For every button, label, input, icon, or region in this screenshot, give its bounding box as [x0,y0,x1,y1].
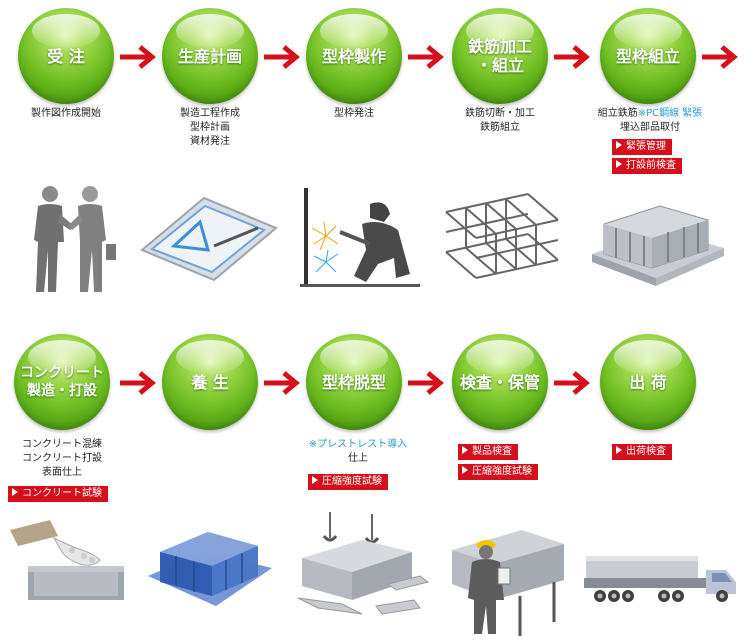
curing-cover-illustration [148,532,272,606]
arrow-right-icon [264,45,300,69]
inspection-tag: 製品検査 [458,444,518,460]
step-label: 受 注 [47,46,85,66]
arrow-right-icon [408,45,444,69]
step-circle: 型枠製作 [306,8,402,104]
step-shipping: 出 荷 [600,334,700,430]
step-label: 検査・保管 [459,372,540,392]
concrete-pouring-illustration [10,520,124,600]
play-triangle-icon [312,476,318,484]
step-description: コンクリート混練コンクリート打設表面仕上 [22,439,102,478]
inspection-tag: 打設前検査 [612,158,682,174]
step-circle: 検査・保管 [452,334,548,430]
step-label: 生産計画 [177,46,242,66]
play-triangle-icon [462,466,468,474]
step-label: 型枠組立 [615,46,680,66]
arrow-right-icon [120,371,156,395]
step-circle: 鉄筋加工・組立 [452,8,548,104]
step-label: 出 荷 [629,372,667,392]
inspection-tag: 圧縮強度試験 [308,474,388,490]
demolding-illustration [297,512,430,615]
step-concrete-casting: コンクリート製造・打設 [14,334,114,430]
step-description: 鉄筋切断・加工鉄筋組立 [465,108,535,133]
step-order: 受 注 [18,8,118,104]
handshake-illustration [34,186,116,292]
inspection-tag: 圧縮強度試験 [458,464,538,480]
inspection-tag: 出荷検査 [612,444,672,460]
step-formwork-assembly: 型枠組立 [600,8,700,104]
note-text: ※プレストレスト導入 [308,439,408,450]
arrow-right-icon [554,45,590,69]
step-circle: 養 生 [162,334,258,430]
arrow-right-icon [264,371,300,395]
step-circle: コンクリート製造・打設 [14,334,110,430]
step-label: 養 生 [191,372,229,392]
drawing-tablet-illustration [140,196,278,282]
arrow-right-icon [702,45,738,69]
step-demolding: 型枠脱型 [306,334,406,430]
arrow-right-icon [554,371,590,395]
step-description: 型枠発注 [334,108,374,119]
step-circle: 出 荷 [600,334,696,430]
step-description: 組立鉄筋※PC鋼線 緊張 埋込部品取付 [597,108,703,133]
formwork-assembly-illustration [592,205,724,286]
step-description: 製造工程作成型枠計画資材発注 [180,108,240,147]
play-triangle-icon [616,141,622,149]
arrow-right-icon [408,371,444,395]
step-production-plan: 生産計画 [162,8,262,104]
arrow-right-icon [120,45,156,69]
rebar-cage-illustration [445,193,559,279]
inspection-tag: 緊張管理 [612,139,672,155]
play-triangle-icon [12,488,18,496]
inspection-tag: コンクリート試験 [8,486,108,502]
play-triangle-icon [462,446,468,454]
step-label: 鉄筋加工・組立 [467,37,532,75]
step-description: ※プレストレスト導入 仕上 [298,438,418,466]
step-label: 型枠製作 [321,46,386,66]
step-rebar-assembly: 鉄筋加工・組立 [452,8,552,104]
step-label: コンクリート製造・打設 [20,365,104,399]
play-triangle-icon [616,160,622,168]
truck-illustration [584,556,736,602]
step-circle: 受 注 [18,8,114,104]
play-triangle-icon [616,446,622,454]
step-circle: 型枠脱型 [306,334,402,430]
step-description: 製作図作成開始 [31,108,101,119]
step-label: 型枠脱型 [321,372,386,392]
step-inspection-storage: 検査・保管 [452,334,552,430]
step-circle: 生産計画 [162,8,258,104]
welder-illustration [300,188,420,287]
inspector-illustration [452,530,564,636]
step-curing: 養 生 [162,334,262,430]
note-text: ※PC鋼線 緊張 [637,108,703,119]
step-formwork-making: 型枠製作 [306,8,406,104]
step-circle: 型枠組立 [600,8,696,104]
